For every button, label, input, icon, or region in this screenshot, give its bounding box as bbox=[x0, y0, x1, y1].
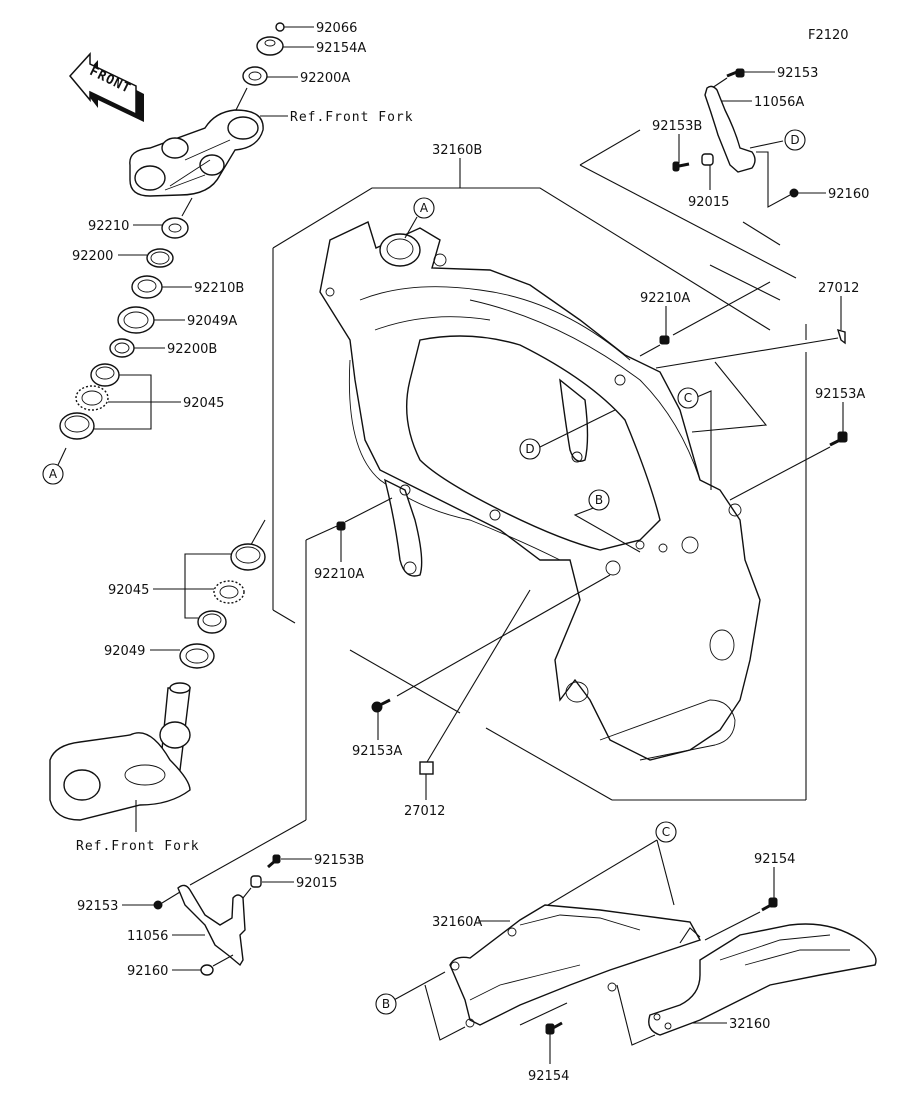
part-27012-right-icon bbox=[836, 328, 846, 345]
part-92049a-icon bbox=[117, 306, 155, 334]
steering-stack-lower: 92045 92049 Ref.Front Fork bbox=[49, 519, 266, 854]
part-92160-top-icon bbox=[789, 188, 799, 198]
part-92160-bottom-icon bbox=[200, 964, 214, 976]
part-92066-icon bbox=[275, 22, 285, 32]
label-92015-bottom: 92015 bbox=[296, 876, 337, 891]
part-92153a-bottom-icon bbox=[371, 698, 391, 713]
upper-triple-clamp-icon bbox=[129, 109, 264, 197]
diagram-code: F2120 bbox=[808, 28, 849, 43]
label-92049: 92049 bbox=[104, 644, 145, 659]
callout-c-subframe bbox=[655, 821, 677, 843]
part-92049-icon bbox=[179, 643, 215, 669]
bracket-11056a-group: 92153 11056A 92153B 92015 D 92160 bbox=[652, 66, 869, 210]
label-92160-bottom: 92160 bbox=[127, 964, 168, 979]
label-92200b: 92200B bbox=[167, 342, 217, 357]
callout-d-frame bbox=[519, 438, 541, 460]
part-92210b-icon bbox=[131, 275, 163, 299]
callout-d-bracket bbox=[784, 129, 806, 151]
svg-text:B: B bbox=[382, 997, 390, 1011]
label-92045-bottom: 92045 bbox=[108, 583, 149, 598]
svg-text:A: A bbox=[49, 467, 58, 481]
callout-b-subframe bbox=[375, 993, 397, 1015]
label-92154a: 92154A bbox=[316, 41, 366, 56]
label-92153-top: 92153 bbox=[777, 66, 818, 81]
label-32160: 32160 bbox=[729, 1017, 770, 1032]
part-92200b-icon bbox=[109, 338, 135, 358]
label-92049a: 92049A bbox=[187, 314, 237, 329]
label-ref-front-fork-top: Ref.Front Fork bbox=[290, 110, 414, 125]
callout-c-frame bbox=[677, 387, 699, 409]
label-92210: 92210 bbox=[88, 219, 129, 234]
callout-b-frame bbox=[588, 489, 610, 511]
label-92153a-bottom: 92153A bbox=[352, 744, 402, 759]
part-27012-bottom-icon bbox=[419, 761, 434, 775]
part-92154-bottom-icon bbox=[545, 1021, 563, 1035]
part-92045-cup-icon bbox=[59, 412, 95, 440]
main-frame-32160b-icon bbox=[319, 221, 761, 761]
svg-text:C: C bbox=[684, 391, 692, 405]
part-92210a-left-icon bbox=[336, 521, 346, 531]
subframe-group: 32160A C 92154 B 92154 32160 bbox=[375, 821, 877, 1084]
svg-text:C: C bbox=[662, 825, 670, 839]
part-92045-lower-race-icon bbox=[230, 543, 266, 571]
part-92153a-right-icon bbox=[829, 431, 848, 447]
part-92154-top-icon bbox=[761, 897, 778, 912]
label-27012-bottom: 27012 bbox=[404, 804, 445, 819]
part-92210a-right-icon bbox=[659, 335, 670, 345]
bracket-11056-group: 92153B 92015 92153 11056 92160 bbox=[77, 853, 364, 979]
label-92210a-right: 92210A bbox=[640, 291, 690, 306]
part-11056-icon bbox=[177, 884, 246, 967]
label-92153a-right: 92153A bbox=[815, 387, 865, 402]
part-92210-icon bbox=[161, 217, 189, 239]
part-92153b-top-icon bbox=[672, 161, 690, 172]
label-92015-top: 92015 bbox=[688, 195, 729, 210]
label-92200a: 92200A bbox=[300, 71, 350, 86]
label-92153b-top: 92153B bbox=[652, 119, 702, 134]
callout-a-frame bbox=[413, 197, 435, 219]
part-92045-bearing-icon bbox=[75, 385, 109, 411]
label-92154-bottom: 92154 bbox=[528, 1069, 569, 1084]
part-92015-bottom-icon bbox=[250, 875, 262, 888]
svg-text:B: B bbox=[595, 493, 603, 507]
part-11056a-icon bbox=[704, 85, 756, 173]
label-92210a-left: 92210A bbox=[314, 567, 364, 582]
part-92153b-bottom-icon bbox=[267, 854, 281, 869]
svg-text:D: D bbox=[525, 442, 534, 456]
label-11056: 11056 bbox=[127, 929, 168, 944]
label-92210b: 92210B bbox=[194, 281, 244, 296]
label-92153b-bottom: 92153B bbox=[314, 853, 364, 868]
lower-triple-clamp-icon bbox=[49, 682, 191, 821]
label-92045-top: 92045 bbox=[183, 396, 224, 411]
label-92200: 92200 bbox=[72, 249, 113, 264]
part-92045-lower-bearing-icon bbox=[213, 580, 245, 604]
callout-a-bearing bbox=[42, 463, 64, 485]
label-27012-right: 27012 bbox=[818, 281, 859, 296]
label-92153-bottom: 92153 bbox=[77, 899, 118, 914]
part-92153-top-icon bbox=[726, 68, 745, 78]
label-32160a: 32160A bbox=[432, 915, 482, 930]
label-ref-front-fork-bottom: Ref.Front Fork bbox=[76, 839, 200, 854]
part-32160-icon bbox=[648, 923, 877, 1036]
part-92153-bottom-icon bbox=[153, 900, 163, 910]
label-92066: 92066 bbox=[316, 21, 357, 36]
label-92160-top: 92160 bbox=[828, 187, 869, 202]
part-32160a-icon bbox=[449, 904, 702, 1026]
label-32160b: 32160B bbox=[432, 143, 482, 158]
label-11056a: 11056A bbox=[754, 95, 804, 110]
label-92154-top: 92154 bbox=[754, 852, 795, 867]
frame-leaders: 32160B bbox=[272, 129, 807, 801]
front-arrow-icon: FRONT bbox=[69, 52, 144, 122]
svg-text:A: A bbox=[420, 201, 429, 215]
steering-stack-upper: 92066 92154A 92200A Ref.Front Fork bbox=[42, 21, 414, 485]
part-92200a-icon bbox=[242, 66, 268, 86]
part-92015-top-icon bbox=[701, 153, 714, 166]
svg-text:D: D bbox=[790, 133, 799, 147]
